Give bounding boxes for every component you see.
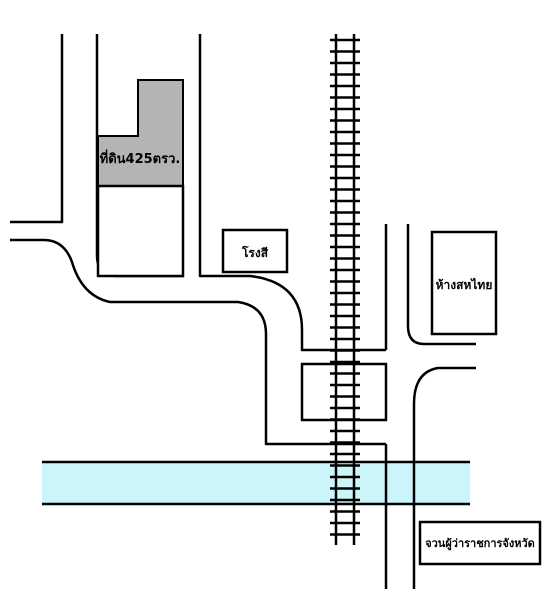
governor-residence-box [418,520,542,566]
road-right-top-2 [406,224,476,346]
road-curve-outer [10,238,386,446]
store-label: ห้างสหไทย [436,277,493,292]
road-right-lower [412,366,476,589]
factory-label: โรงสี [241,245,269,260]
railway-track [330,34,360,545]
factory-box [221,228,289,274]
river [42,462,470,504]
land-plot-shape [97,79,184,187]
land-plot-label: ที่ดิน425ตรว. [100,149,181,167]
road-factory-upper [198,34,386,352]
land-plot-lower [96,184,185,278]
road-left-outer [10,34,64,224]
governor-residence-label: จวนผู้ว่าราชการจังหวัด [425,537,535,551]
store-box [430,230,498,336]
